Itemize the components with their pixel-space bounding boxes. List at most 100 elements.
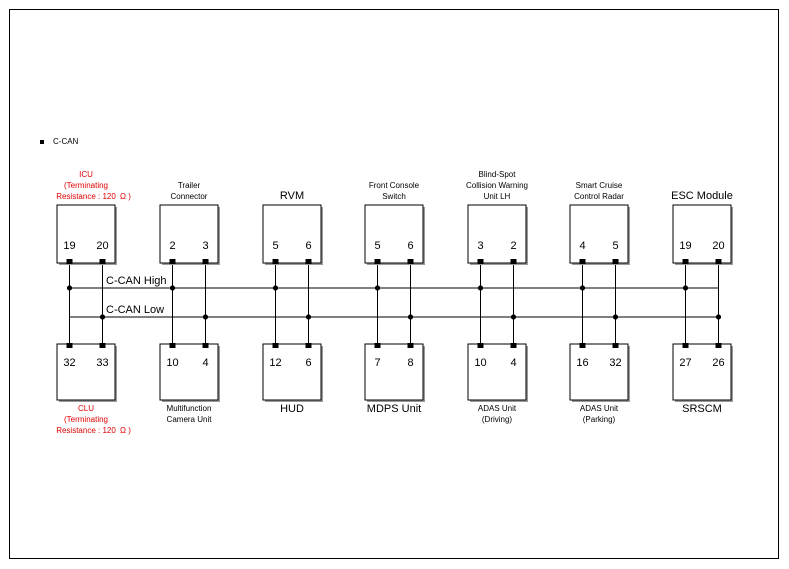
- bus-junction: [716, 314, 721, 320]
- module-label-line: HUD: [280, 403, 304, 415]
- section-bullet-icon: [40, 140, 44, 144]
- pin-terminal: [374, 259, 381, 264]
- module-box: [569, 343, 629, 401]
- pin-terminal: [477, 259, 484, 264]
- bus-junction: [306, 314, 311, 320]
- pin-number: 2: [169, 240, 175, 252]
- pin-terminal: [99, 259, 106, 264]
- pin-terminal: [407, 259, 414, 264]
- module-label-line: Unit LH: [484, 192, 511, 201]
- module-box: [467, 204, 527, 264]
- module-box: [569, 204, 629, 264]
- bus-high-label: C-CAN High: [106, 275, 167, 287]
- pin-number: 16: [576, 357, 588, 369]
- pin-terminal: [305, 259, 312, 264]
- wires-layer: [67, 265, 721, 343]
- pin-number: 7: [374, 357, 380, 369]
- pin-number: 5: [272, 240, 278, 252]
- bus-junction: [683, 285, 688, 291]
- pin-number: 4: [579, 240, 585, 252]
- bus-junction: [375, 285, 380, 291]
- pin-terminal: [305, 343, 312, 348]
- module-box: [262, 204, 322, 264]
- module-label-line: RVM: [280, 190, 304, 202]
- pin-terminal: [66, 343, 73, 348]
- module-label-line: CLU: [78, 404, 94, 413]
- pin-number: 19: [679, 240, 691, 252]
- pin-number: 6: [305, 240, 311, 252]
- module-box: [364, 204, 424, 264]
- module-box: [364, 343, 424, 401]
- module-label-line: (Driving): [482, 415, 513, 424]
- pin-number: 32: [63, 357, 75, 369]
- pin-number: 6: [407, 240, 413, 252]
- pin-number: 27: [679, 357, 691, 369]
- module-box: [672, 343, 732, 401]
- pin-number: 5: [374, 240, 380, 252]
- module-label-line: Connector: [171, 192, 208, 201]
- bus-junction: [511, 314, 516, 320]
- module-label-line: SRSCM: [682, 403, 722, 415]
- pin-number: 10: [166, 357, 178, 369]
- pin-terminal: [272, 259, 279, 264]
- pin-number: 33: [96, 357, 108, 369]
- pin-terminal: [374, 343, 381, 348]
- module-label-line: ICU: [79, 170, 93, 179]
- module-label-ohm: Ω ): [120, 426, 131, 435]
- module-label-line: Smart Cruise: [576, 181, 623, 190]
- pin-terminal: [510, 259, 517, 264]
- module-box: [672, 204, 732, 264]
- module-label-line: Trailer: [178, 181, 201, 190]
- pin-terminal: [715, 343, 722, 348]
- module-label-line: Front Console: [369, 181, 420, 190]
- module-label-line: MDPS Unit: [367, 403, 421, 415]
- pin-number: 4: [510, 357, 516, 369]
- pin-terminal: [169, 259, 176, 264]
- module-label-line: ADAS Unit: [580, 404, 619, 413]
- module-label-line: Collision Warning: [466, 181, 528, 190]
- module-box: [159, 204, 219, 264]
- bus-junction: [408, 314, 413, 320]
- pin-terminal: [202, 343, 209, 348]
- module-label-line: Resistance : 120: [56, 192, 116, 201]
- bus-low-label: C-CAN Low: [106, 304, 164, 316]
- module-label-line: ESC Module: [671, 190, 733, 202]
- pin-terminal: [66, 259, 73, 264]
- pin-number: 19: [63, 240, 75, 252]
- pin-terminal: [407, 343, 414, 348]
- bus-junction: [613, 314, 618, 320]
- bus-junction: [67, 285, 72, 291]
- modules-layer: 19 20 ICU (Terminating Resistance : 120 Ω ) 2 3…: [56, 170, 733, 435]
- module-label-line: ADAS Unit: [478, 404, 517, 413]
- pin-terminal: [510, 343, 517, 348]
- bus-junction: [478, 285, 483, 291]
- bus-junction: [580, 285, 585, 291]
- pin-terminal: [579, 259, 586, 264]
- pin-number: 5: [612, 240, 618, 252]
- module-label-line: Blind-Spot: [479, 170, 517, 179]
- module-label-line: (Parking): [583, 415, 616, 424]
- pin-number: 4: [202, 357, 208, 369]
- pin-terminal: [612, 259, 619, 264]
- module-box: [467, 343, 527, 401]
- bus-junction: [203, 314, 208, 320]
- module-label-line: (Terminating: [64, 415, 108, 424]
- pin-terminal: [99, 343, 106, 348]
- pin-terminal: [612, 343, 619, 348]
- pin-terminal: [715, 259, 722, 264]
- pin-terminal: [202, 259, 209, 264]
- pin-number: 20: [96, 240, 108, 252]
- module-label-ohm: Ω ): [120, 192, 131, 201]
- pin-number: 3: [202, 240, 208, 252]
